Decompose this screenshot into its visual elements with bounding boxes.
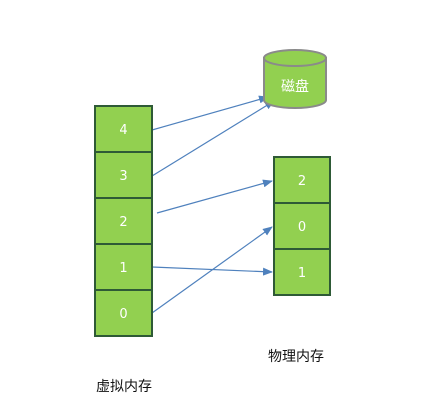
disk-label: 磁盘 [281,78,309,95]
virtual-memory-column: 4 3 2 1 0 [94,105,153,337]
physical-frame-2-label: 2 [298,174,306,189]
virtual-page-2-label: 2 [119,215,127,230]
mapping-arrows [151,95,275,314]
physical-frame-2 [273,156,331,204]
disk-body [263,57,327,109]
virtual-page-0-label: 0 [119,307,127,322]
arrow-page0-to-frame0 [151,226,273,314]
physical-frame-0-label: 0 [298,220,306,235]
virtual-page-4 [94,105,153,153]
arrow-page4-to-disk [151,95,269,131]
virtual-page-2 [94,197,153,245]
physical-frame-1-label: 1 [298,266,306,281]
disk-top [263,49,327,67]
arrow-page3-to-disk [151,100,275,177]
virtual-page-0 [94,289,153,337]
virtual-page-3 [94,151,153,199]
arrow-page2-to-frame2 [156,179,273,214]
virtual-page-1 [94,243,153,291]
physical-memory-column: 2 0 1 [273,156,331,296]
virtual-page-1-label: 1 [119,261,127,276]
physical-frame-1 [273,248,331,296]
physical-memory-caption: 物理内存 [268,349,324,365]
virtual-memory-caption: 虚拟内存 [96,379,152,395]
virtual-page-3-label: 3 [119,169,127,184]
disk-cylinder: 磁盘 [263,49,327,109]
virtual-page-4-label: 4 [119,123,127,138]
physical-frame-0 [273,202,331,250]
